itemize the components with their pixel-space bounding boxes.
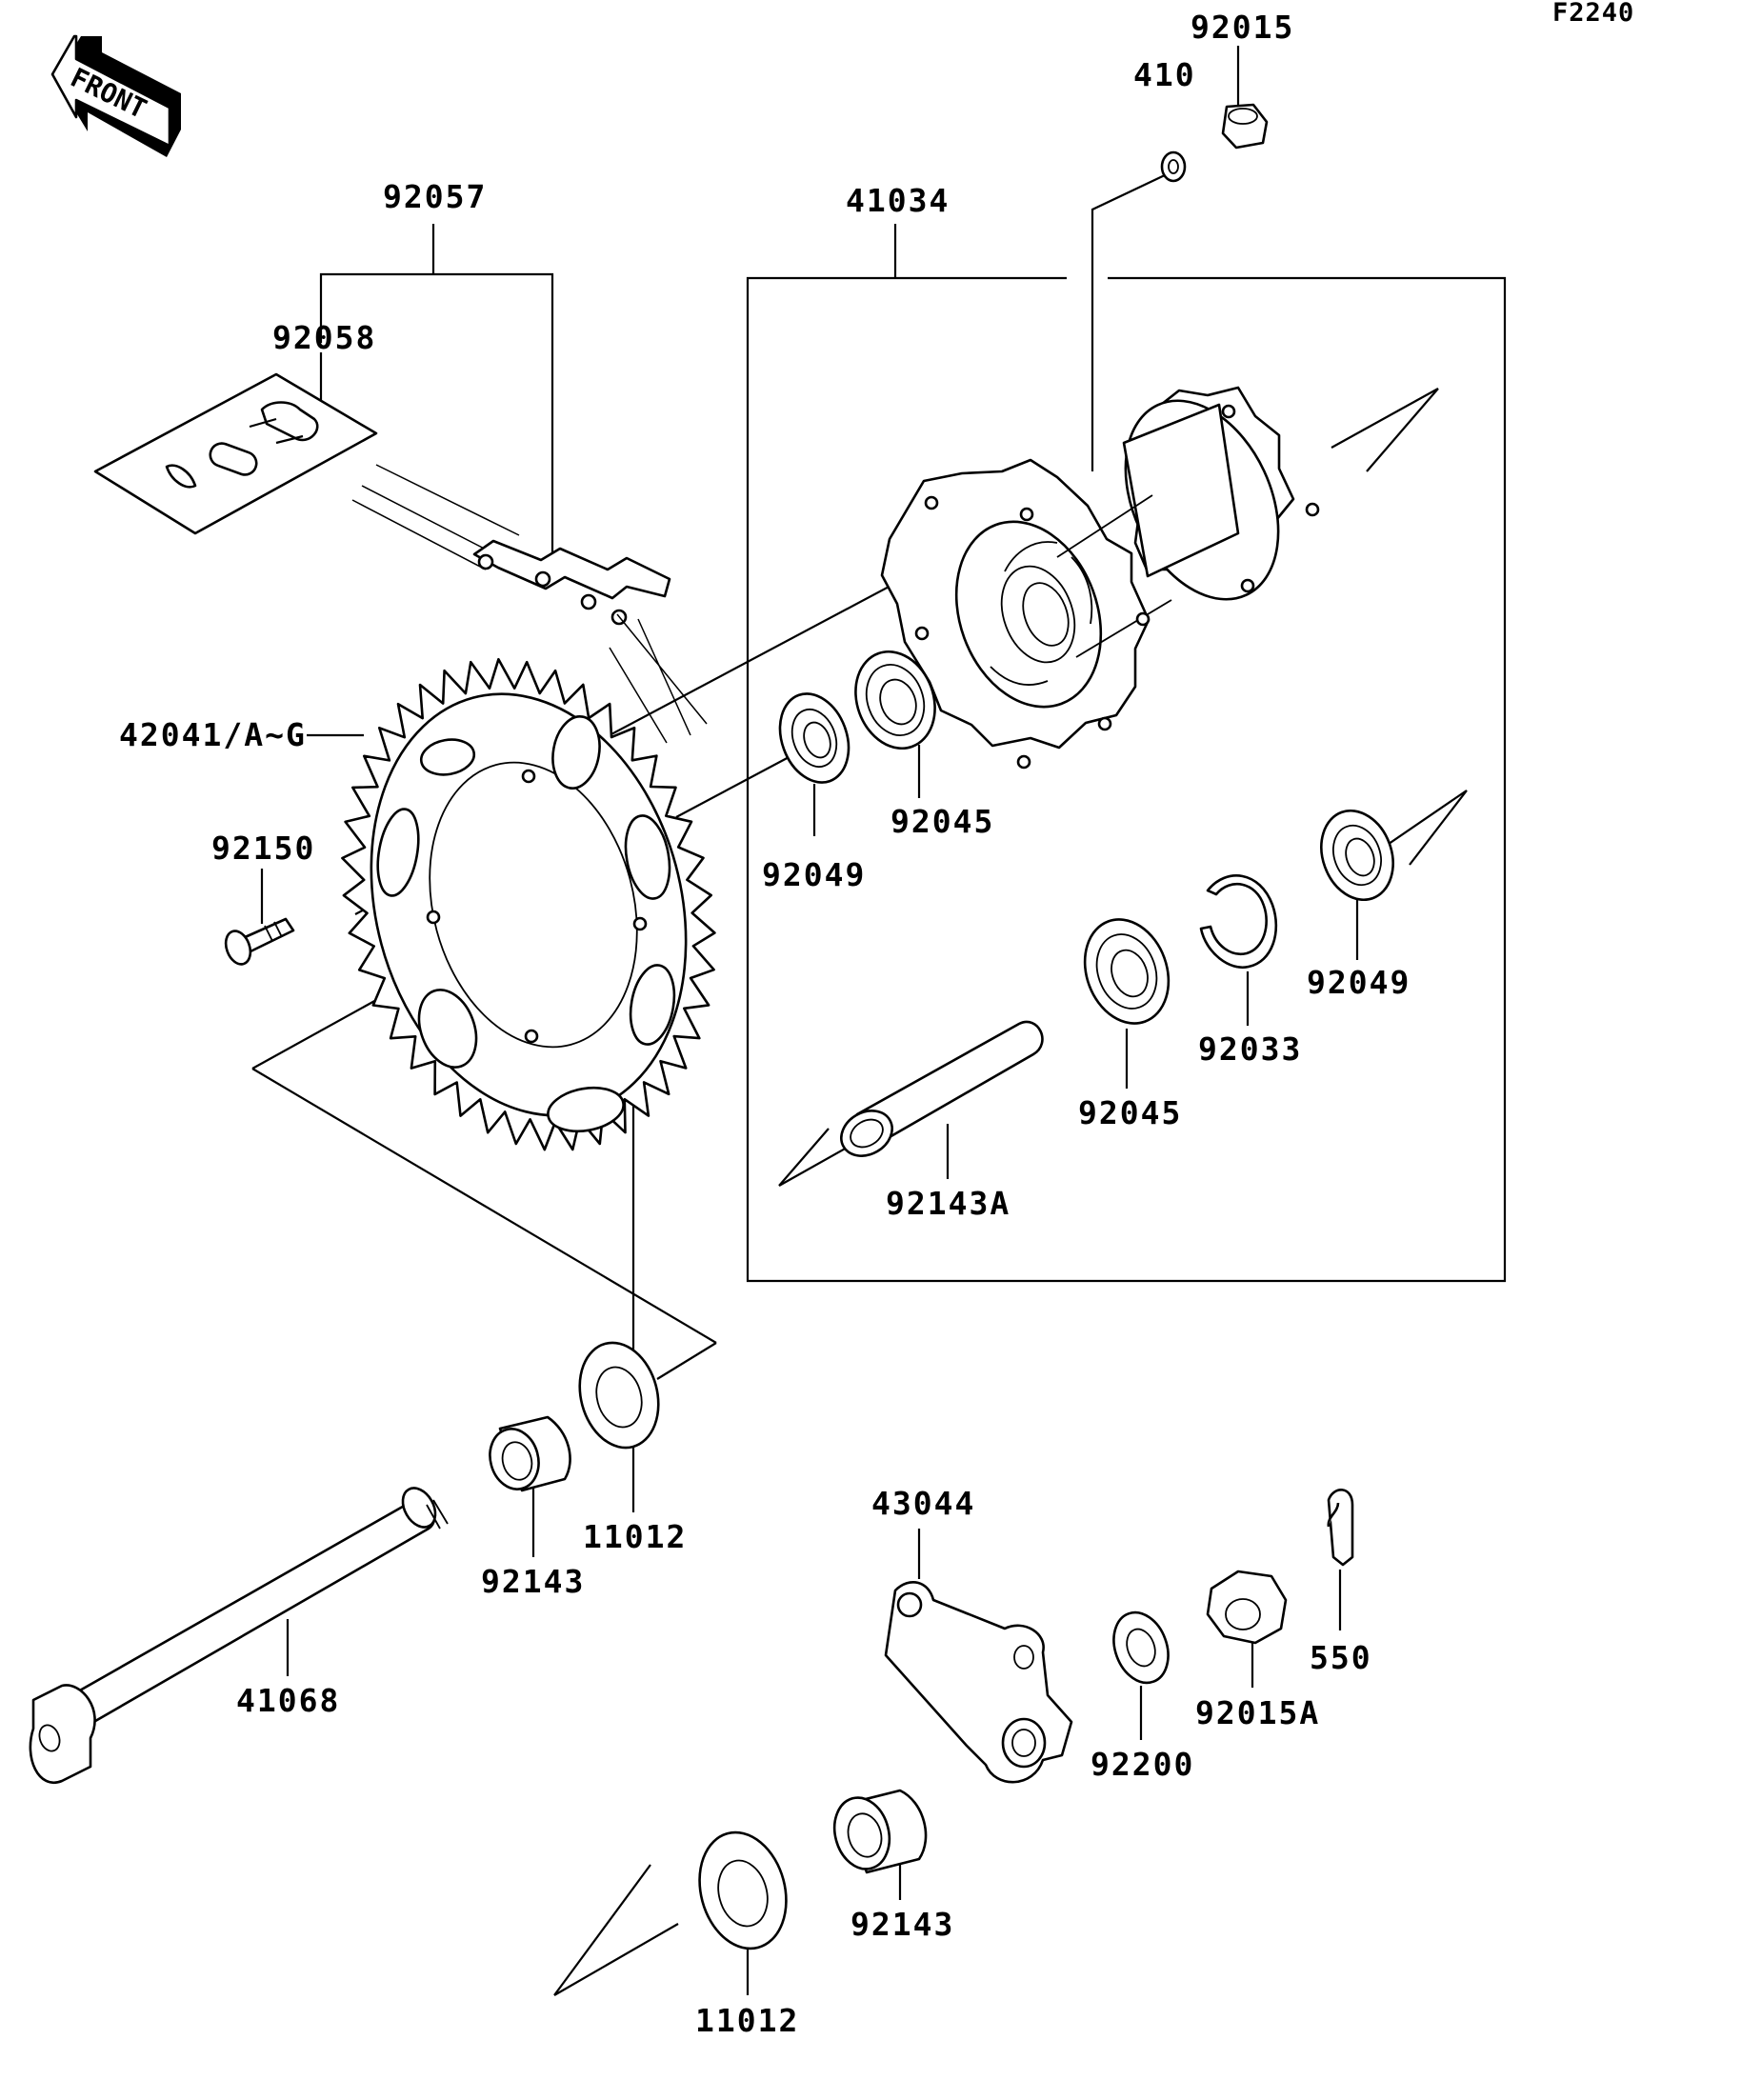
rear-hub-41034 — [880, 386, 1320, 770]
part-label-42041: 42041/A~G — [119, 716, 307, 753]
bearing-92045-right — [1083, 918, 1171, 1025]
collar-11012-bottom — [698, 1830, 788, 1950]
bracket-43044 — [884, 1581, 1073, 1784]
circlip-92033 — [1199, 874, 1278, 970]
nut-92015 — [1221, 103, 1269, 150]
part-label-92045-left: 92045 — [891, 803, 994, 840]
cotter-pin-550 — [1327, 1489, 1354, 1567]
part-label-410: 410 — [1133, 56, 1196, 93]
part-label-43044: 43044 — [871, 1485, 975, 1522]
spacer-92143-bottom — [832, 1789, 928, 1874]
part-label-92057: 92057 — [383, 178, 487, 215]
rear-sprocket-42041 — [341, 657, 716, 1151]
chain-joint-kit-92058 — [93, 372, 378, 535]
castle-nut-92015A — [1206, 1570, 1288, 1645]
front-direction-arrow: FRONT — [50, 34, 181, 157]
part-label-92033: 92033 — [1198, 1030, 1302, 1068]
part-label-92015A: 92015A — [1195, 1694, 1320, 1731]
part-label-550: 550 — [1310, 1639, 1372, 1676]
washer-410 — [1160, 150, 1187, 183]
collar-11012-top — [578, 1341, 660, 1450]
part-label-92049-left: 92049 — [762, 856, 866, 893]
part-label-92015: 92015 — [1191, 9, 1294, 46]
washer-92200 — [1112, 1610, 1170, 1685]
figure-code: F2240 — [1552, 0, 1634, 28]
spacer-92143-top — [489, 1415, 571, 1492]
part-label-92049-right: 92049 — [1307, 964, 1411, 1001]
axle-41068 — [29, 1487, 449, 1784]
part-label-92045-right: 92045 — [1078, 1094, 1182, 1131]
oil-seal-92049-left — [778, 692, 850, 784]
leader-lines — [251, 46, 1507, 1996]
part-label-92150: 92150 — [211, 830, 315, 867]
part-label-92200: 92200 — [1091, 1746, 1194, 1783]
part-label-92143-top: 92143 — [481, 1563, 585, 1600]
part-label-11012-top: 11012 — [583, 1518, 687, 1555]
drive-chain-92057 — [351, 464, 708, 744]
oil-seal-92049-right — [1320, 809, 1394, 902]
part-label-92143A: 92143A — [886, 1185, 1011, 1222]
bolt-92150 — [224, 917, 295, 966]
collar-92143A — [840, 1020, 1044, 1157]
part-label-92143-bottom: 92143 — [850, 1906, 954, 1943]
part-label-41068: 41068 — [236, 1682, 340, 1719]
part-label-41034: 41034 — [846, 182, 950, 219]
bearing-92045-left — [854, 650, 936, 750]
part-label-92058: 92058 — [272, 319, 376, 356]
part-label-11012-bottom: 11012 — [695, 2002, 799, 2039]
